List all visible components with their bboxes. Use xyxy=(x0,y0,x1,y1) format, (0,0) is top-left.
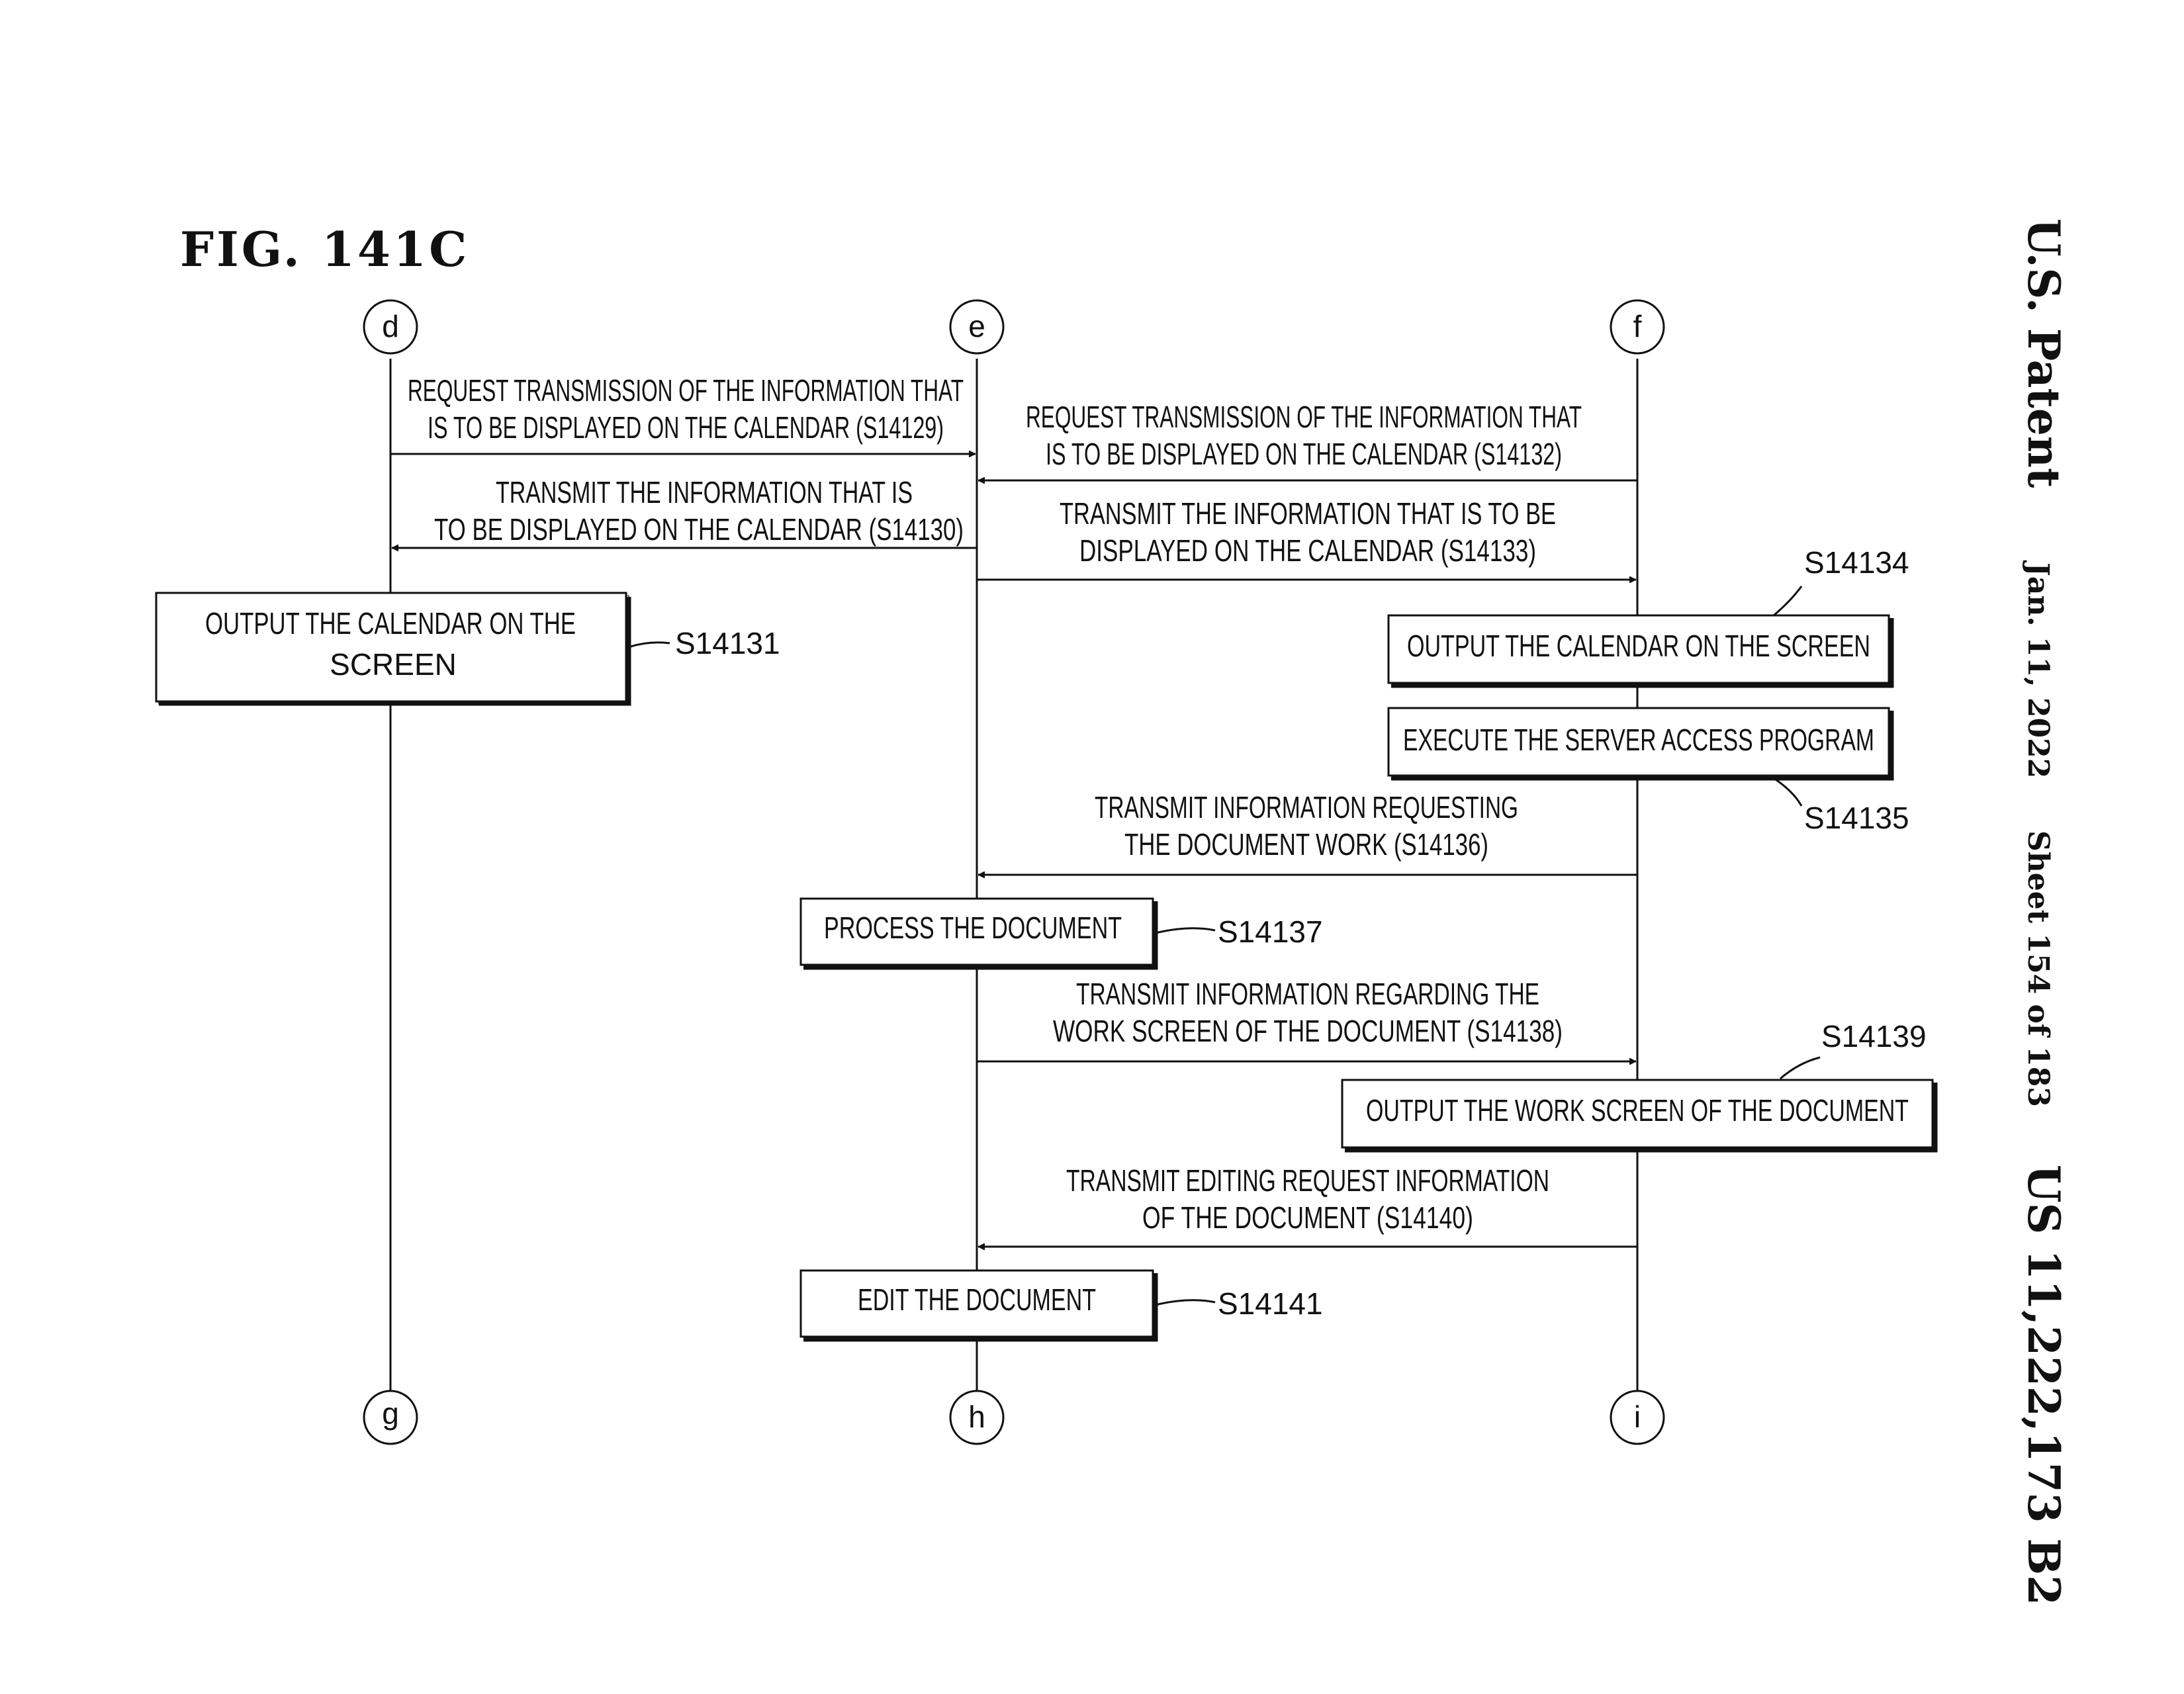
patent-date: Jan. 11, 2022 xyxy=(2021,560,2055,778)
connector-e: e xyxy=(949,299,1005,355)
leader-s14141 xyxy=(1155,1299,1216,1306)
step-label-s14137: S14137 xyxy=(1218,914,1323,949)
message-s14140-line-2: OF THE DOCUMENT (S14140) xyxy=(1142,1200,1473,1235)
box-s14137-frame xyxy=(799,897,1154,966)
patent-label: U.S. Patent xyxy=(2018,218,2070,488)
connector-e-label: e xyxy=(968,309,985,343)
step-label-s14139: S14139 xyxy=(1821,1019,1927,1053)
message-s14138-line-1: TRANSMIT INFORMATION REGARDING THE xyxy=(1076,977,1539,1011)
leader-s14131 xyxy=(628,641,670,648)
connector-g-label: g xyxy=(382,1396,399,1431)
box-s14134-frame xyxy=(1387,614,1890,684)
step-label-s14131: S14131 xyxy=(675,626,780,660)
box-s14134-text: OUTPUT THE CALENDAR ON THE SCREEN xyxy=(1407,629,1870,663)
box-s14141: EDIT THE DOCUMENT xyxy=(799,1269,1158,1342)
box-s14135-frame xyxy=(1387,707,1890,777)
box-s14134: OUTPUT THE CALENDAR ON THE SCREEN xyxy=(1387,614,1894,688)
box-s14131-shadow-edge xyxy=(159,597,631,706)
message-s14129-line-1: REQUEST TRANSMISSION OF THE INFORMATION … xyxy=(408,373,964,408)
patent-header: U.S. Patent Jan. 11, 2022 Sheet 154 of 1… xyxy=(2018,218,2070,1605)
message-s14140: TRANSMIT EDITING REQUEST INFORMATION OF … xyxy=(978,1163,1637,1247)
box-s14135-text: EXECUTE THE SERVER ACCESS PROGRAM xyxy=(1403,723,1874,757)
connector-f: f xyxy=(1610,299,1665,355)
message-s14138-line-2: WORK SCREEN OF THE DOCUMENT (S14138) xyxy=(1053,1014,1563,1048)
leader-s14134 xyxy=(1773,586,1803,617)
box-s14135: EXECUTE THE SERVER ACCESS PROGRAM xyxy=(1387,707,1894,781)
connector-h-label: h xyxy=(968,1400,985,1434)
message-s14136-line-1: TRANSMIT INFORMATION REQUESTING xyxy=(1095,790,1518,825)
box-s14137-shadow-edge xyxy=(803,901,1158,970)
message-s14133-line-1: TRANSMIT THE INFORMATION THAT IS TO BE xyxy=(1060,496,1556,531)
connector-d-label: d xyxy=(382,309,399,343)
leader-s14137 xyxy=(1155,927,1216,934)
patent-number: US 11,222,173 B2 xyxy=(2018,1165,2070,1605)
connector-i-label: i xyxy=(1634,1400,1641,1434)
message-s14129-line-2: IS TO BE DISPLAYED ON THE CALENDAR (S141… xyxy=(428,410,944,445)
box-s14141-text: EDIT THE DOCUMENT xyxy=(858,1282,1096,1317)
box-s14141-frame xyxy=(799,1269,1154,1338)
step-label-s14134: S14134 xyxy=(1804,545,1909,580)
connector-g: g xyxy=(363,1390,418,1445)
message-s14140-line-1: TRANSMIT EDITING REQUEST INFORMATION xyxy=(1066,1163,1549,1198)
message-s14138: TRANSMIT INFORMATION REGARDING THE WORK … xyxy=(977,977,1636,1061)
message-s14132: REQUEST TRANSMISSION OF THE INFORMATION … xyxy=(978,400,1637,480)
message-s14130: TRANSMIT THE INFORMATION THAT IS TO BE D… xyxy=(392,475,977,548)
box-s14141-shadow-edge xyxy=(803,1273,1158,1342)
message-s14133-line-2: DISPLAYED ON THE CALENDAR (S14133) xyxy=(1079,533,1536,568)
leader-s14139 xyxy=(1780,1056,1821,1080)
box-s14139: OUTPUT THE WORK SCREEN OF THE DOCUMENT xyxy=(1341,1079,1938,1153)
box-s14135-shadow-edge xyxy=(1391,711,1894,781)
box-s14131: OUTPUT THE CALENDAR ON THE SCREEN xyxy=(155,592,631,706)
leader-s14135 xyxy=(1773,777,1803,807)
patent-sheet: Sheet 154 of 183 xyxy=(2021,830,2055,1107)
box-s14134-shadow-edge xyxy=(1391,618,1894,688)
box-s14139-shadow-edge xyxy=(1345,1083,1938,1153)
connector-f-label: f xyxy=(1633,309,1642,343)
message-s14132-line-2: IS TO BE DISPLAYED ON THE CALENDAR (S141… xyxy=(1046,437,1562,471)
message-s14132-line-1: REQUEST TRANSMISSION OF THE INFORMATION … xyxy=(1026,400,1582,434)
box-s14131-frame xyxy=(155,592,627,703)
message-s14130-line-1: TRANSMIT THE INFORMATION THAT IS xyxy=(496,475,913,510)
connector-i: i xyxy=(1610,1390,1665,1445)
message-s14129: REQUEST TRANSMISSION OF THE INFORMATION … xyxy=(390,373,976,454)
box-s14137: PROCESS THE DOCUMENT xyxy=(799,897,1158,970)
box-s14139-text: OUTPUT THE WORK SCREEN OF THE DOCUMENT xyxy=(1366,1093,1909,1128)
message-s14136: TRANSMIT INFORMATION REQUESTING THE DOCU… xyxy=(978,790,1637,875)
box-s14131-line-2: SCREEN xyxy=(330,647,457,682)
box-s14131-line-1: OUTPUT THE CALENDAR ON THE xyxy=(205,606,576,641)
box-s14139-frame xyxy=(1341,1079,1934,1149)
message-s14130-line-2: TO BE DISPLAYED ON THE CALENDAR (S14130) xyxy=(434,512,964,547)
connector-h: h xyxy=(949,1390,1005,1445)
step-label-s14141: S14141 xyxy=(1218,1286,1323,1321)
connector-d: d xyxy=(363,299,418,355)
message-s14136-line-2: THE DOCUMENT WORK (S14136) xyxy=(1124,827,1488,862)
figure-title: FIG. 141C xyxy=(180,221,469,277)
message-s14133: TRANSMIT THE INFORMATION THAT IS TO BE D… xyxy=(977,496,1636,580)
step-label-s14135: S14135 xyxy=(1804,801,1909,835)
box-s14137-text: PROCESS THE DOCUMENT xyxy=(824,911,1122,945)
